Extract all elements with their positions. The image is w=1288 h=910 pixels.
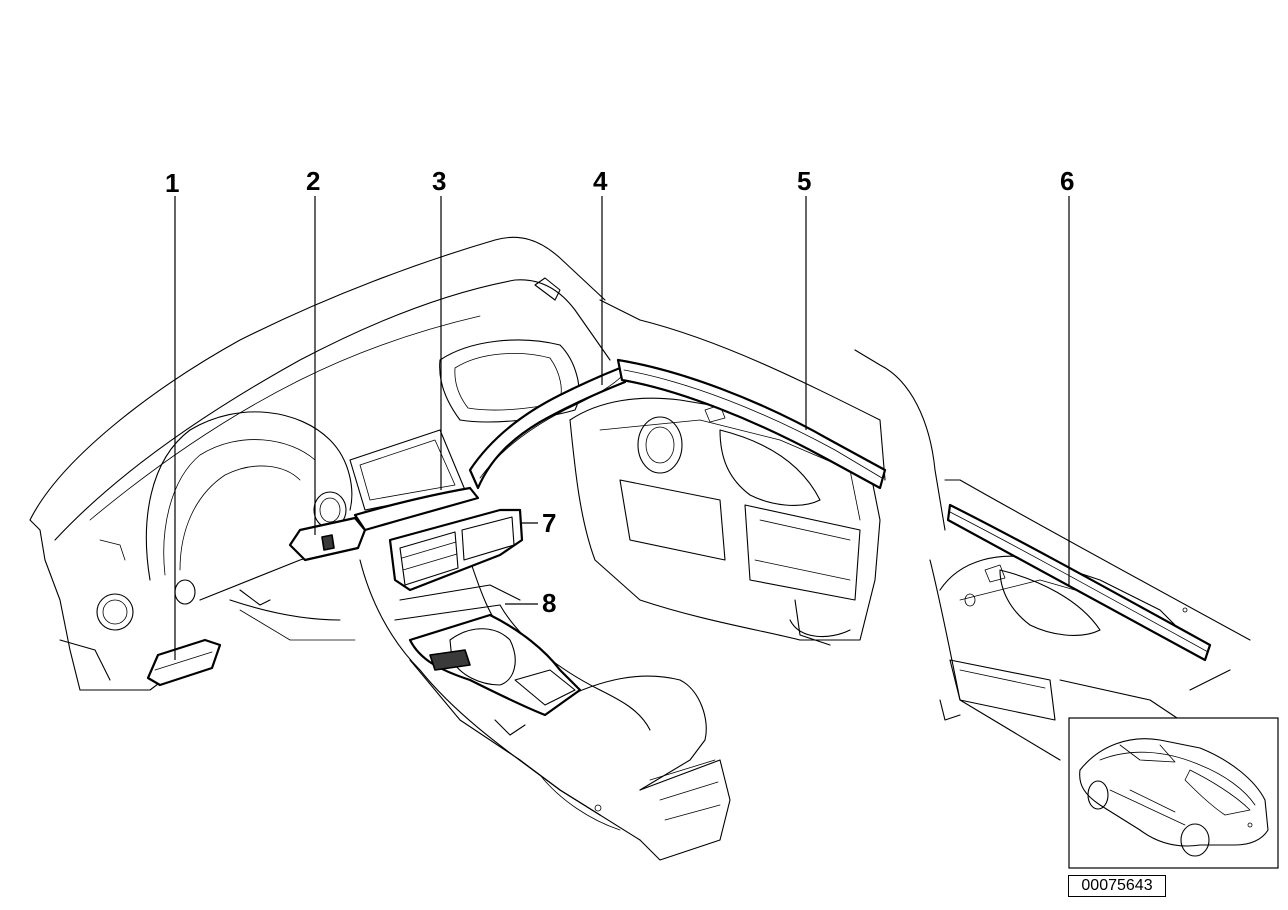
callout-5: 5 <box>797 166 811 196</box>
callout-2: 2 <box>306 166 320 196</box>
trim-part-6[interactable] <box>946 503 1212 662</box>
callout-6: 6 <box>1060 166 1074 196</box>
inset-panel <box>1068 717 1279 869</box>
callout-4: 4 <box>593 166 608 196</box>
trim-part-1[interactable] <box>146 638 222 687</box>
center-console-outline <box>359 559 731 861</box>
callout-3: 3 <box>432 166 446 196</box>
car-overview-icon <box>1079 738 1269 857</box>
dashboard-outline <box>29 236 611 691</box>
trim-part-4[interactable] <box>468 366 627 490</box>
reference-number: 00075643 <box>1068 875 1166 897</box>
trim-part-5[interactable] <box>616 358 887 490</box>
leader-lines <box>174 196 1070 660</box>
callout-7: 7 <box>542 508 556 538</box>
front-door-outline <box>569 299 946 646</box>
trim-part-3[interactable] <box>353 486 480 532</box>
callout-8: 8 <box>542 588 556 618</box>
callout-1: 1 <box>165 168 179 198</box>
